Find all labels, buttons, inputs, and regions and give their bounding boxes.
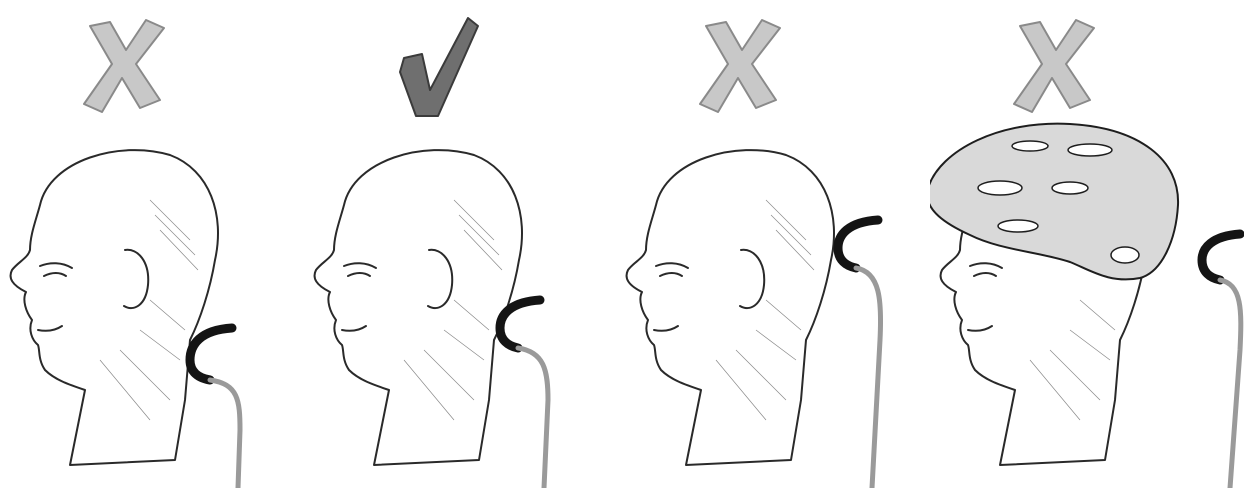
- panel-correct: [304, 0, 618, 488]
- panel-wrong-high: [616, 0, 930, 488]
- headrest[interactable]: [616, 0, 930, 488]
- panel-wrong-helmet: [930, 0, 1244, 488]
- panel-wrong-low: [0, 0, 314, 488]
- headrest[interactable]: [0, 0, 314, 488]
- headrest[interactable]: [304, 0, 618, 488]
- headrest[interactable]: [930, 0, 1244, 488]
